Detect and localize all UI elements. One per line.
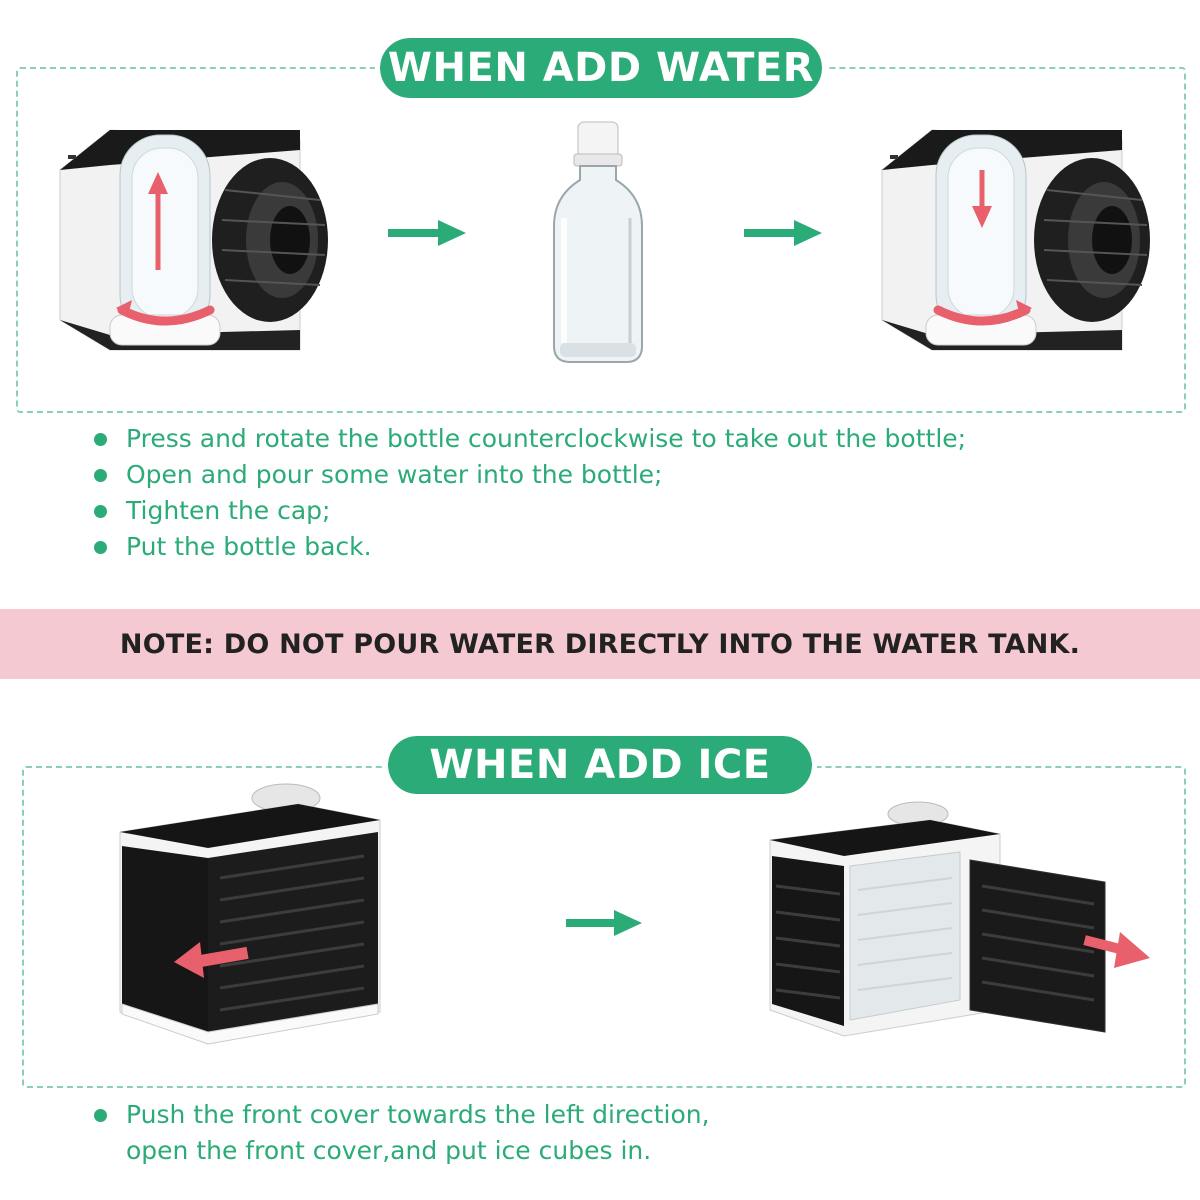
list-item: Tighten the cap; [94,493,966,529]
water-section-title: WHEN ADD WATER [375,33,827,103]
list-item: Open and pour some water into the bottle… [94,457,966,493]
note-banner: NOTE: DO NOT POUR WATER DIRECTLY INTO TH… [0,609,1200,679]
ice-steps-list: Push the front cover towards the left di… [94,1097,710,1169]
right-arrow-icon [388,220,466,246]
cooler-front-cover-image [119,783,381,1045]
cooler-bottle-out-image [59,129,328,351]
list-item: Put the bottle back. [94,529,966,565]
ice-section-title: WHEN ADD ICE [383,731,817,799]
note-text: NOTE: DO NOT POUR WATER DIRECTLY INTO TH… [119,628,1081,660]
list-item: Press and rotate the bottle counterclock… [94,421,966,457]
water-steps-list: Press and rotate the bottle counterclock… [94,421,966,565]
cooler-cover-open-image [769,801,1150,1037]
list-item-continuation: open the front cover,and put ice cubes i… [126,1136,652,1165]
list-item: Push the front cover towards the left di… [94,1097,710,1133]
right-arrow-icon [744,220,822,246]
water-bottle-image [553,121,643,363]
right-arrow-icon [566,910,642,936]
cooler-bottle-in-image [881,129,1150,351]
